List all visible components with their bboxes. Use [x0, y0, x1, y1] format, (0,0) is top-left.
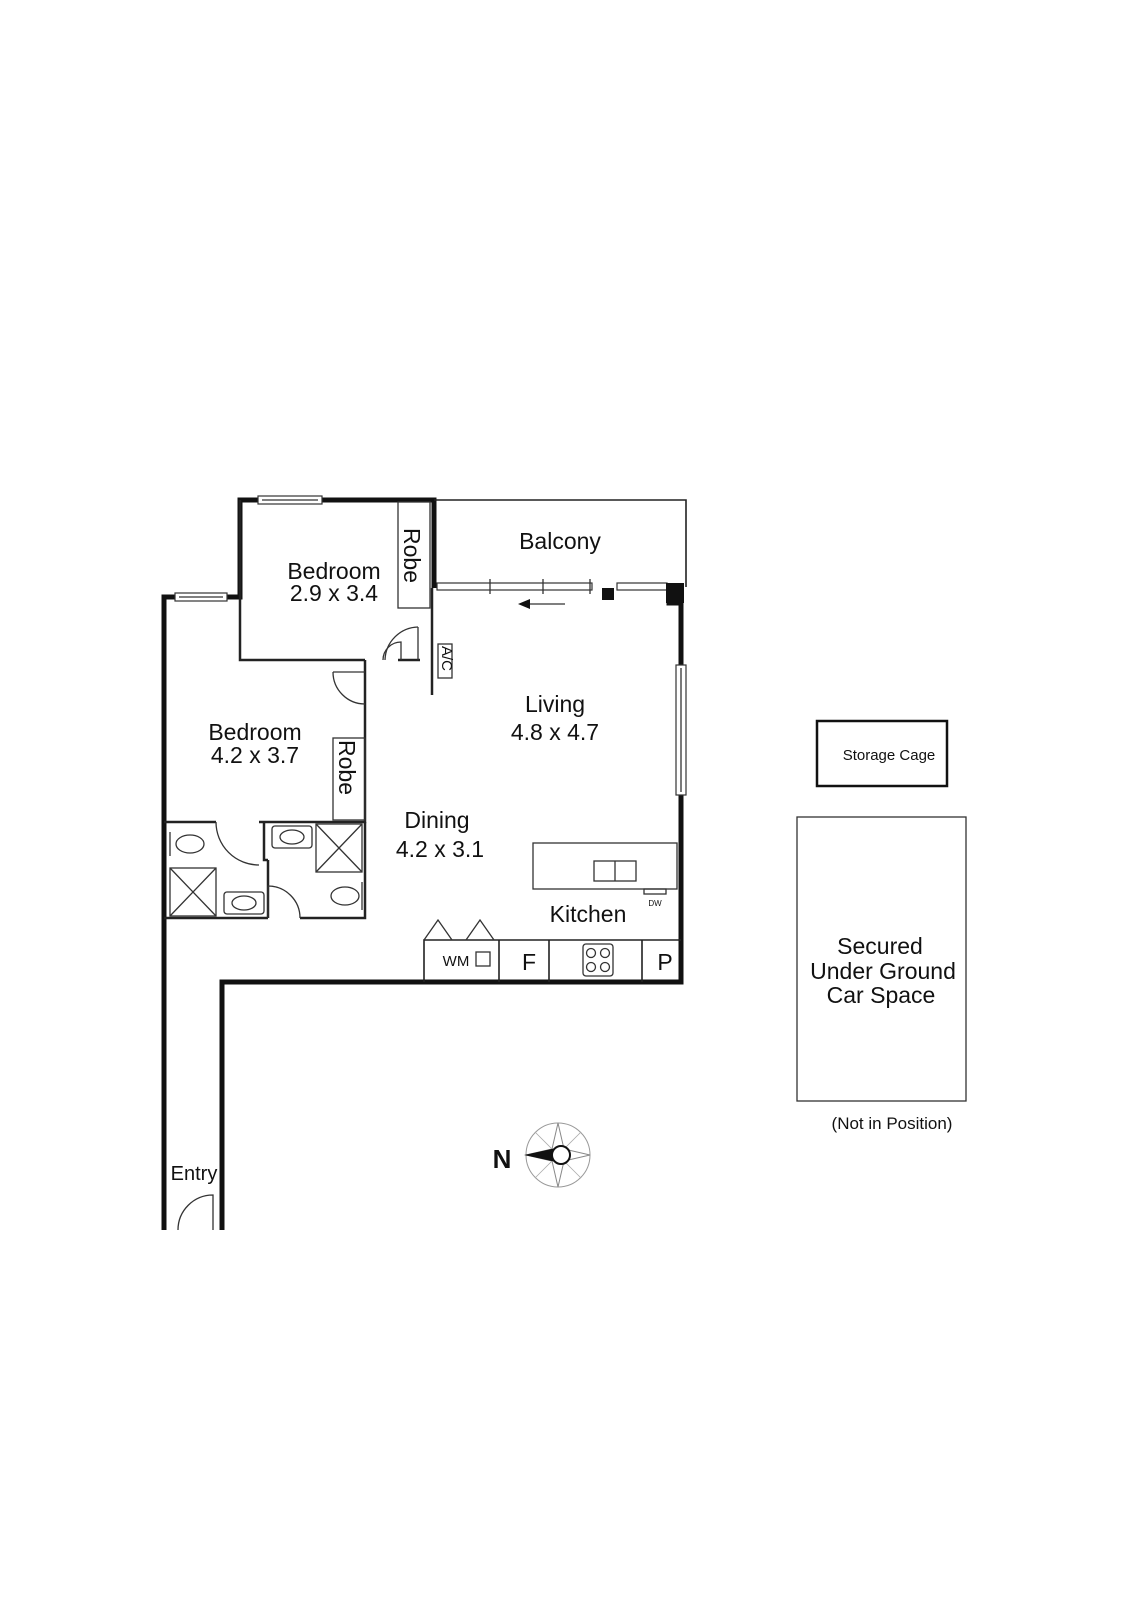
robe-left-label: Robe [334, 740, 360, 795]
bedroom-top-size: 2.9 x 3.4 [290, 580, 378, 606]
car-space-note: (Not in Position) [832, 1114, 953, 1133]
storage-cage [815, 719, 949, 788]
ac-unit [437, 643, 453, 679]
washing-machine-label: WM [443, 953, 470, 970]
pantry-label: P [657, 949, 672, 975]
balcony-label: Balcony [519, 528, 601, 554]
dining-size: 4.2 x 3.1 [396, 836, 484, 862]
bedroom-top-label: Bedroom [287, 558, 380, 584]
storage-cage-label: Storage Cage [843, 747, 936, 764]
living-label: Living [525, 691, 585, 717]
entry-label: Entry [171, 1163, 218, 1185]
car-space-line-3: Car Space [827, 982, 936, 1008]
dining-label: Dining [404, 807, 469, 833]
car-space [796, 816, 967, 1102]
robe-top-label: Robe [399, 528, 425, 583]
compass-icon [524, 1122, 591, 1188]
balcony-outline [434, 499, 687, 609]
bedroom-left-size: 4.2 x 3.7 [211, 742, 299, 768]
kitchen-fixtures [475, 842, 678, 977]
fridge-label: F [522, 949, 536, 975]
doors [177, 626, 495, 1231]
robes [332, 501, 431, 821]
kitchen-label: Kitchen [550, 901, 627, 927]
car-space-line-2: Under Ground [810, 958, 956, 984]
ac-label: A/C [438, 646, 455, 671]
windows [174, 495, 687, 796]
bathroom-fixtures [169, 823, 363, 917]
outer-walls [161, 497, 684, 1230]
bedroom-left-label: Bedroom [208, 719, 301, 745]
dishwasher-label: DW [648, 899, 662, 908]
living-size: 4.8 x 4.7 [511, 719, 599, 745]
car-space-line-1: Secured [837, 933, 923, 959]
compass-north-label: N [493, 1144, 512, 1174]
